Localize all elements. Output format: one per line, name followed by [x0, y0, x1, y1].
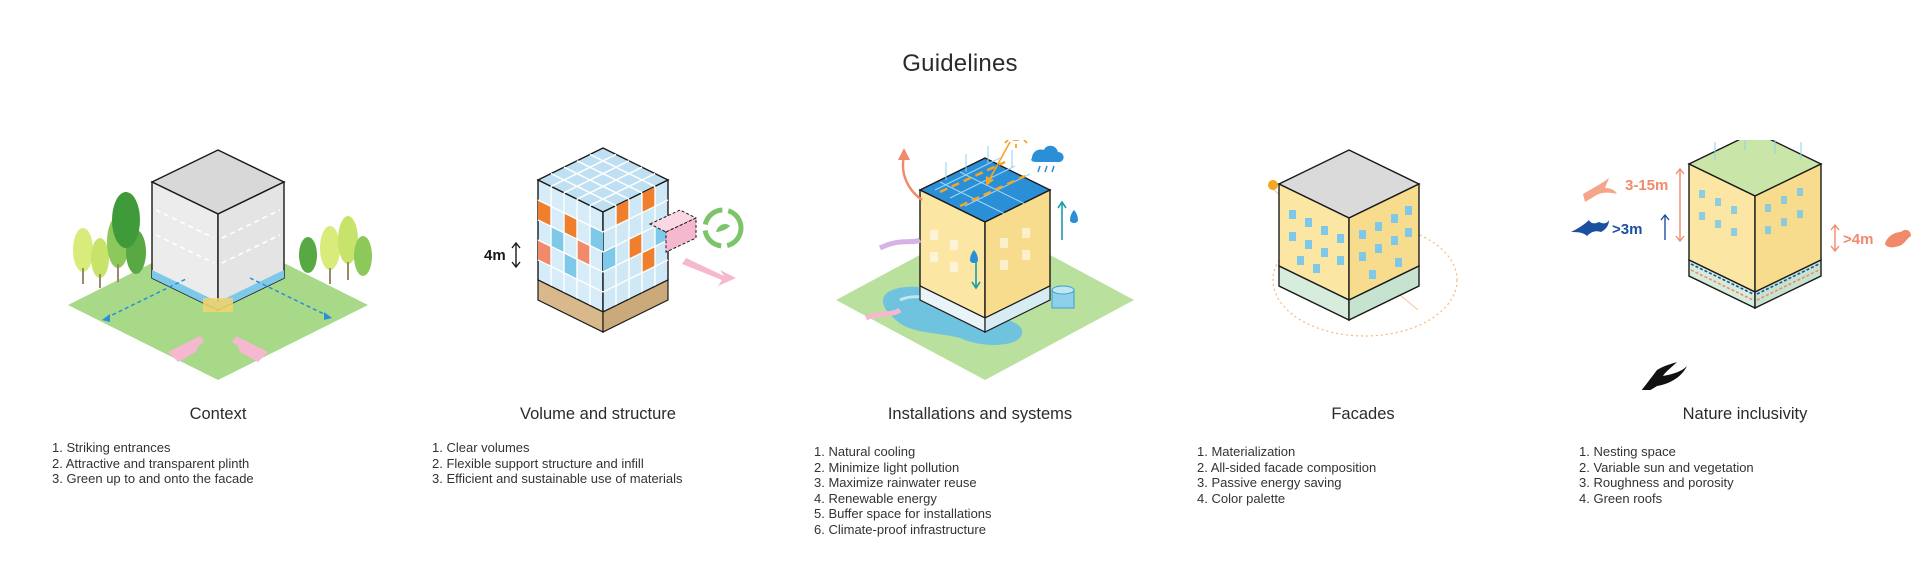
section-heading: Nature inclusivity: [1682, 405, 1808, 423]
sun-icon: [1268, 180, 1278, 190]
context-illustration: [68, 149, 372, 380]
nature-label: 3-15m: [1625, 177, 1668, 194]
solar-heat-dashes: [939, 160, 1026, 208]
infill-panels-right: [603, 186, 668, 274]
list-item: 5. Buffer space for installations: [814, 506, 992, 522]
entrance-arrow-right-icon: [232, 336, 268, 362]
air-flow-icon: [878, 237, 922, 251]
list-item: 1. Materialization: [1197, 444, 1296, 459]
list-item: 2. Minimize light pollution: [814, 459, 960, 475]
swift-silhouette-icon: [1641, 362, 1687, 390]
facades-illustration: [1267, 149, 1458, 337]
nature-label: >3m: [1612, 221, 1642, 238]
height-arrow-icon: [1830, 223, 1840, 253]
rain-cloud-icon: [1031, 145, 1064, 173]
list-item: 3. Roughness and porosity: [1579, 475, 1734, 491]
droplet-icon: [970, 250, 978, 263]
list-item: 3. Maximize rainwater reuse: [814, 475, 977, 491]
list-item: 4. Green roofs: [1579, 490, 1663, 506]
dimension-label: 4m: [484, 247, 506, 264]
section-heading: Volume and structure: [520, 405, 676, 423]
page-title: Guidelines: [902, 50, 1018, 77]
section-heading: Context: [189, 405, 247, 423]
list-item: 1. Natural cooling: [814, 444, 916, 459]
list-item: 3. Passive energy saving: [1197, 475, 1342, 491]
section-context: Context 1. Striking entrances 2. Attract…: [38, 0, 398, 588]
nature-illustration: 3-15m >3m >4m: [1571, 140, 1911, 390]
list-item: 2. All-sided facade composition: [1197, 459, 1377, 475]
height-arrow-icon: [1675, 167, 1685, 243]
list-item: 2. Attractive and transparent plinth: [52, 455, 250, 471]
section-heading: Installations and systems: [887, 405, 1073, 423]
sun-icon: [986, 140, 1028, 186]
list-item: 1. Striking entrances: [52, 440, 171, 455]
heat-exhaust-arrow-icon: [898, 148, 923, 201]
bat-icon: [1571, 220, 1609, 236]
trees-left-icon: [73, 192, 146, 288]
list-item: 3. Green up to and onto the facade: [52, 471, 254, 487]
evaporation-up-arrow-icon: [1057, 200, 1067, 240]
sparrow-bird-icon: [1885, 229, 1911, 248]
guideline-list: 1. Materialization 2. All-sided facade c…: [1197, 444, 1376, 506]
sun-path-icon: [1272, 223, 1458, 337]
guideline-list: 1. Nesting space 2. Variable sun and veg…: [1579, 444, 1754, 506]
droplet-icon: [1070, 210, 1078, 223]
swift-bird-icon: [1583, 178, 1617, 202]
guideline-list: 1. Natural cooling 2. Minimize light pol…: [814, 444, 992, 538]
nature-label: >4m: [1843, 231, 1873, 248]
infill-panels-left: [538, 200, 603, 280]
section-heading: Facades: [1331, 405, 1395, 423]
list-item: 4. Renewable energy: [814, 490, 937, 506]
volume-illustration: 4m: [484, 147, 744, 333]
section-volume: 4m Volume and structure 1. Clear volumes…: [418, 0, 778, 588]
list-item: 4. Color palette: [1197, 490, 1286, 506]
height-arrow-icon: [1660, 213, 1670, 240]
sightline-dashed-icon: [105, 277, 329, 319]
facade-windows: [1289, 206, 1412, 279]
list-item: 6. Climate-proof infrastructure: [814, 521, 986, 537]
section-facades: Facades 1. Materialization 2. All-sided …: [1183, 0, 1543, 588]
support-structure: [537, 279, 669, 333]
section-installations: Installations and systems 1. Natural coo…: [800, 0, 1160, 588]
trees-right-icon: [299, 216, 372, 284]
list-item: 1. Clear volumes: [432, 440, 530, 455]
guideline-list: 1. Clear volumes 2. Flexible support str…: [432, 440, 683, 487]
infill-module-icon: [648, 209, 698, 253]
reuse-arrow-icon: [682, 258, 736, 286]
list-item: 3. Efficient and sustainable use of mate…: [432, 471, 683, 487]
recycle-icon: [702, 207, 744, 249]
entrance-arrow-left-icon: [168, 336, 204, 362]
water-tank-icon: [1051, 285, 1075, 309]
height-arrow-icon: [511, 241, 521, 269]
list-item: 2. Flexible support structure and infill: [432, 455, 644, 471]
list-item: 2. Variable sun and vegetation: [1579, 459, 1754, 475]
installations-illustration: [836, 140, 1134, 380]
guideline-list: 1. Striking entrances 2. Attractive and …: [52, 440, 254, 487]
section-nature: 3-15m >3m >4m Nature inclusivity: [1565, 0, 1920, 588]
list-item: 1. Nesting space: [1579, 444, 1676, 459]
